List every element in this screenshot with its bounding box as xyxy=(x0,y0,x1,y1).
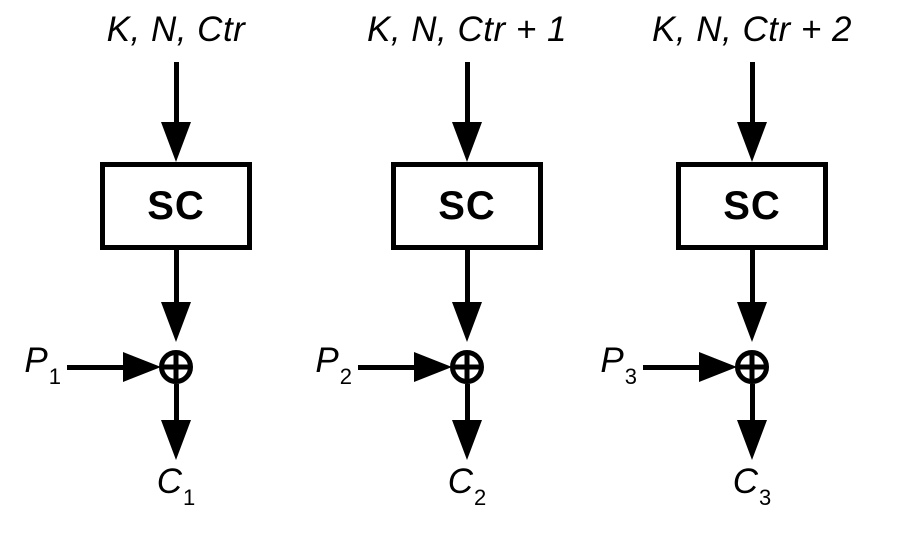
arrow-shaft xyxy=(749,250,755,302)
arrow-down-icon xyxy=(161,62,191,162)
arrow-head xyxy=(161,122,191,162)
arrow-shaft xyxy=(749,62,755,122)
arrow-down-icon xyxy=(452,62,482,162)
cipher-column-3: K, N, Ctr + 2 SC P3 C3 xyxy=(600,0,902,543)
xor-icon xyxy=(735,350,769,384)
xor-icon xyxy=(159,350,193,384)
arrow-head xyxy=(123,352,161,382)
ciphertext-label: C1 xyxy=(156,462,196,510)
arrow-down-icon xyxy=(737,62,767,162)
arrow-shaft xyxy=(358,364,414,370)
plaintext-input: P3 xyxy=(600,341,737,389)
arrow-head xyxy=(737,122,767,162)
ciphertext-label: C2 xyxy=(447,462,487,510)
arrow-down-icon xyxy=(161,250,191,342)
input-label: K, N, Ctr xyxy=(106,10,246,49)
input-label: K, N, Ctr + 1 xyxy=(366,10,568,49)
plaintext-input: P1 xyxy=(24,341,161,389)
input-label: K, N, Ctr + 2 xyxy=(651,10,853,49)
arrow-shaft xyxy=(643,364,699,370)
arrow-right-icon xyxy=(643,352,737,382)
arrow-shaft xyxy=(464,250,470,302)
xor-cross-horizontal xyxy=(164,364,188,370)
arrow-right-icon xyxy=(67,352,161,382)
plaintext-label: P2 xyxy=(315,341,352,389)
cipher-column-1: K, N, Ctr SC P1 C1 xyxy=(24,0,326,543)
arrow-right-icon xyxy=(358,352,452,382)
ciphertext-label: C3 xyxy=(732,462,772,510)
stream-cipher-box: SC xyxy=(100,162,252,250)
arrow-shaft xyxy=(749,384,755,420)
stream-cipher-box: SC xyxy=(391,162,543,250)
xor-icon xyxy=(450,350,484,384)
arrow-head xyxy=(452,420,482,460)
arrow-head xyxy=(737,302,767,342)
plaintext-input: P2 xyxy=(315,341,452,389)
arrow-head xyxy=(737,420,767,460)
arrow-head xyxy=(161,420,191,460)
stream-cipher-label: SC xyxy=(147,183,205,228)
arrow-head xyxy=(452,302,482,342)
cipher-column-2: K, N, Ctr + 1 SC P2 C2 xyxy=(315,0,617,543)
arrow-shaft xyxy=(173,250,179,302)
plaintext-label: P3 xyxy=(600,341,637,389)
stream-cipher-box: SC xyxy=(676,162,828,250)
arrow-down-icon xyxy=(737,250,767,342)
arrow-down-icon xyxy=(737,384,767,460)
arrow-down-icon xyxy=(452,384,482,460)
arrow-shaft xyxy=(173,384,179,420)
arrow-head xyxy=(699,352,737,382)
stream-cipher-label: SC xyxy=(438,183,496,228)
plaintext-label: P1 xyxy=(24,341,61,389)
arrow-shaft xyxy=(464,62,470,122)
arrow-shaft xyxy=(464,384,470,420)
xor-cross-horizontal xyxy=(455,364,479,370)
arrow-down-icon xyxy=(161,384,191,460)
arrow-head xyxy=(452,122,482,162)
arrow-head xyxy=(414,352,452,382)
arrow-head xyxy=(161,302,191,342)
stream-cipher-label: SC xyxy=(723,183,781,228)
arrow-down-icon xyxy=(452,250,482,342)
arrow-shaft xyxy=(173,62,179,122)
arrow-shaft xyxy=(67,364,123,370)
xor-cross-horizontal xyxy=(740,364,764,370)
